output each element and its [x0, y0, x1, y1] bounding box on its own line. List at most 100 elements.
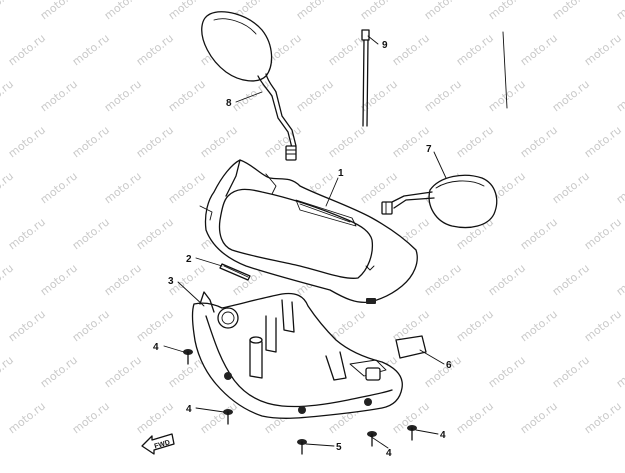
watermark-text: moto.ru — [294, 0, 336, 22]
watermark-text: moto.ru — [0, 261, 16, 298]
watermark-text: moto.ru — [454, 123, 496, 160]
watermark-text: moto.ru — [550, 353, 592, 390]
watermark-text: moto.ru — [454, 399, 496, 436]
watermark-text: moto.ru — [582, 123, 624, 160]
screw-right — [407, 425, 417, 441]
watermark-text: moto.ru — [518, 307, 560, 344]
watermark-text: moto.ru — [134, 123, 176, 160]
watermark-text: moto.ru — [422, 353, 464, 390]
watermark-text: moto.ru — [614, 77, 625, 114]
watermark-text: moto.ru — [0, 169, 16, 206]
watermark-text: moto.ru — [166, 77, 208, 114]
watermark-text: moto.ru — [550, 0, 592, 22]
watermark-text: moto.ru — [390, 31, 432, 68]
watermark-text: moto.ru — [326, 123, 368, 160]
fwd-arrow: FWD — [141, 433, 175, 455]
watermark-text: moto.ru — [134, 31, 176, 68]
screw-center — [297, 439, 307, 455]
watermark-text: moto.ru — [614, 261, 625, 298]
cable-tie — [361, 29, 508, 127]
watermark-text: moto.ru — [70, 123, 112, 160]
watermark-text: moto.ru — [550, 169, 592, 206]
watermark-text: moto.ru — [134, 399, 176, 436]
watermark-text: moto.ru — [102, 77, 144, 114]
watermark-text: moto.ru — [518, 215, 560, 252]
watermark-text: moto.ru — [0, 353, 16, 390]
watermark-text: moto.ru — [38, 261, 80, 298]
watermark-text: moto.ru — [70, 215, 112, 252]
watermark-text: moto.ru — [518, 123, 560, 160]
part-labels: 1 2 3 4 4 4 4 5 6 7 8 9 — [153, 40, 452, 459]
watermark-text: moto.ru — [582, 215, 624, 252]
screw-bottom — [367, 431, 377, 447]
watermark-text: moto.ru — [294, 77, 336, 114]
label-part-5: 5 — [336, 442, 342, 453]
label-part-7: 7 — [426, 144, 432, 155]
left-mirror — [201, 11, 297, 161]
watermark-text: moto.ru — [134, 215, 176, 252]
watermark-text: moto.ru — [486, 261, 528, 298]
watermark-text: moto.ru — [614, 353, 625, 390]
watermark-text: moto.ru — [166, 0, 208, 22]
label-part-1: 1 — [338, 168, 344, 179]
watermark-text: moto.ru — [70, 31, 112, 68]
watermark-text: moto.ru — [38, 0, 80, 22]
screw-left-lower — [223, 409, 233, 425]
watermark-text: moto.ru — [358, 77, 400, 114]
watermark-text: moto.ru — [38, 353, 80, 390]
watermark-text: moto.ru — [486, 353, 528, 390]
fwd-label: FWD — [154, 439, 171, 450]
watermark-text: moto.ru — [102, 0, 144, 22]
label-part-4-left-upper: 4 — [153, 342, 159, 353]
watermark-text: moto.ru — [582, 31, 624, 68]
watermark-text: moto.ru — [614, 0, 625, 22]
right-mirror — [381, 174, 498, 229]
handlebar-cover-front — [199, 159, 418, 304]
watermark-text: moto.ru — [198, 399, 240, 436]
label-part-6: 6 — [446, 360, 452, 371]
watermark-text: moto.ru — [6, 215, 48, 252]
watermark-text: moto.ru — [0, 77, 16, 114]
watermark-text: moto.ru — [6, 123, 48, 160]
trim-strip — [219, 263, 251, 281]
leader-lines — [163, 35, 447, 449]
watermark-text: moto.ru — [518, 31, 560, 68]
label-plate — [395, 335, 427, 359]
watermark-text: moto.ru — [102, 353, 144, 390]
watermark-text: moto.ru — [454, 31, 496, 68]
watermark-text: moto.ru — [262, 123, 304, 160]
watermark-text: moto.ru — [486, 77, 528, 114]
label-part-8: 8 — [226, 98, 232, 109]
label-part-3: 3 — [168, 276, 174, 287]
watermark-text: moto.ru — [6, 31, 48, 68]
watermark-text: moto.ru — [550, 261, 592, 298]
watermark-text: moto.ru — [614, 169, 625, 206]
watermark-text: moto.ru — [6, 399, 48, 436]
watermark-text: moto.ru — [582, 307, 624, 344]
watermark-text: moto.ru — [134, 307, 176, 344]
watermark-text: moto.ru — [38, 77, 80, 114]
watermark-text: moto.ru — [582, 399, 624, 436]
watermark-text: moto.ru — [422, 0, 464, 22]
watermark-text: moto.ru — [454, 307, 496, 344]
watermark-text: moto.ru — [550, 77, 592, 114]
watermark-text: moto.ru — [422, 261, 464, 298]
handlebar-cover-rear — [191, 291, 403, 419]
watermark-text: moto.ru — [102, 261, 144, 298]
watermark-text: moto.ru — [166, 169, 208, 206]
watermark-text: moto.ru — [518, 399, 560, 436]
watermark-text: moto.ru — [0, 0, 16, 22]
label-part-4-left-lower: 4 — [186, 404, 192, 415]
watermark-text: moto.ru — [6, 307, 48, 344]
watermark-text: moto.ru — [486, 0, 528, 22]
screw-left-upper — [183, 349, 193, 365]
watermark-text: moto.ru — [198, 123, 240, 160]
label-part-9: 9 — [382, 40, 388, 51]
watermark-text: moto.ru — [70, 307, 112, 344]
label-part-4-bottom: 4 — [386, 448, 392, 459]
watermark-text: moto.ru — [358, 0, 400, 22]
label-part-4-right: 4 — [440, 430, 446, 441]
watermark-text: moto.ru — [422, 77, 464, 114]
watermark-text: moto.ru — [70, 399, 112, 436]
